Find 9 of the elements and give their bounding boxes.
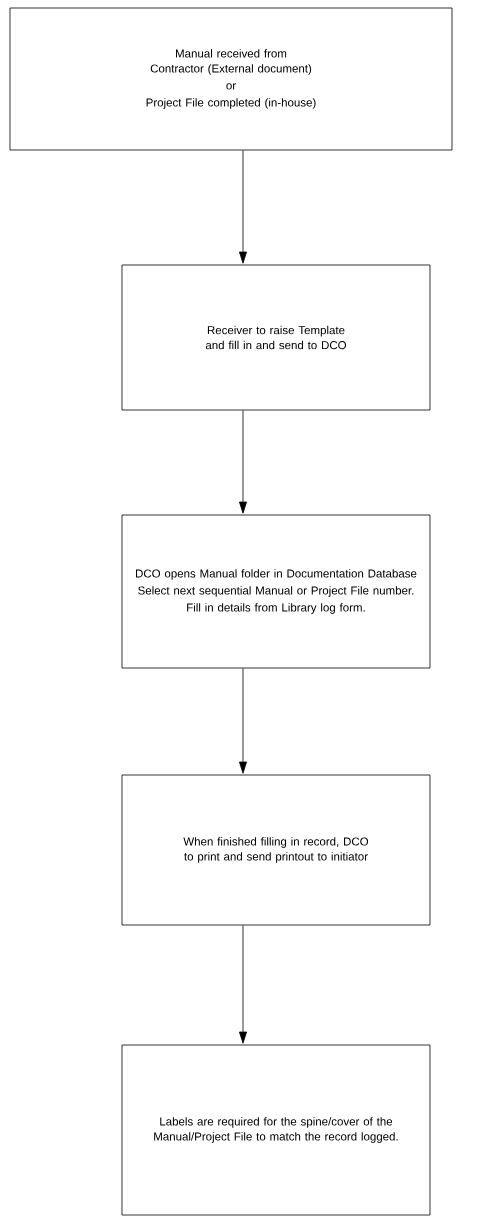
arrow	[239, 925, 247, 1044]
arrow	[239, 410, 247, 514]
process-box: Manual received from Contractor (External document) or Project File completed (in-house)	[9, 7, 453, 151]
process-box: Labels are required for the spine/cover of the Manual/Project File to match the record logged.	[121, 1044, 431, 1216]
process-box: DCO opens Manual folder in Documentation Database Select next sequential Manual or Project File number. Fill in details from Library log form.	[121, 514, 431, 669]
arrow	[239, 150, 247, 264]
process-box: Receiver to raise Template and fill in and send to DCO	[121, 264, 431, 411]
process-box: When finished filling in record, DCO to print and send printout to initiator	[121, 774, 431, 926]
arrow	[239, 668, 247, 774]
